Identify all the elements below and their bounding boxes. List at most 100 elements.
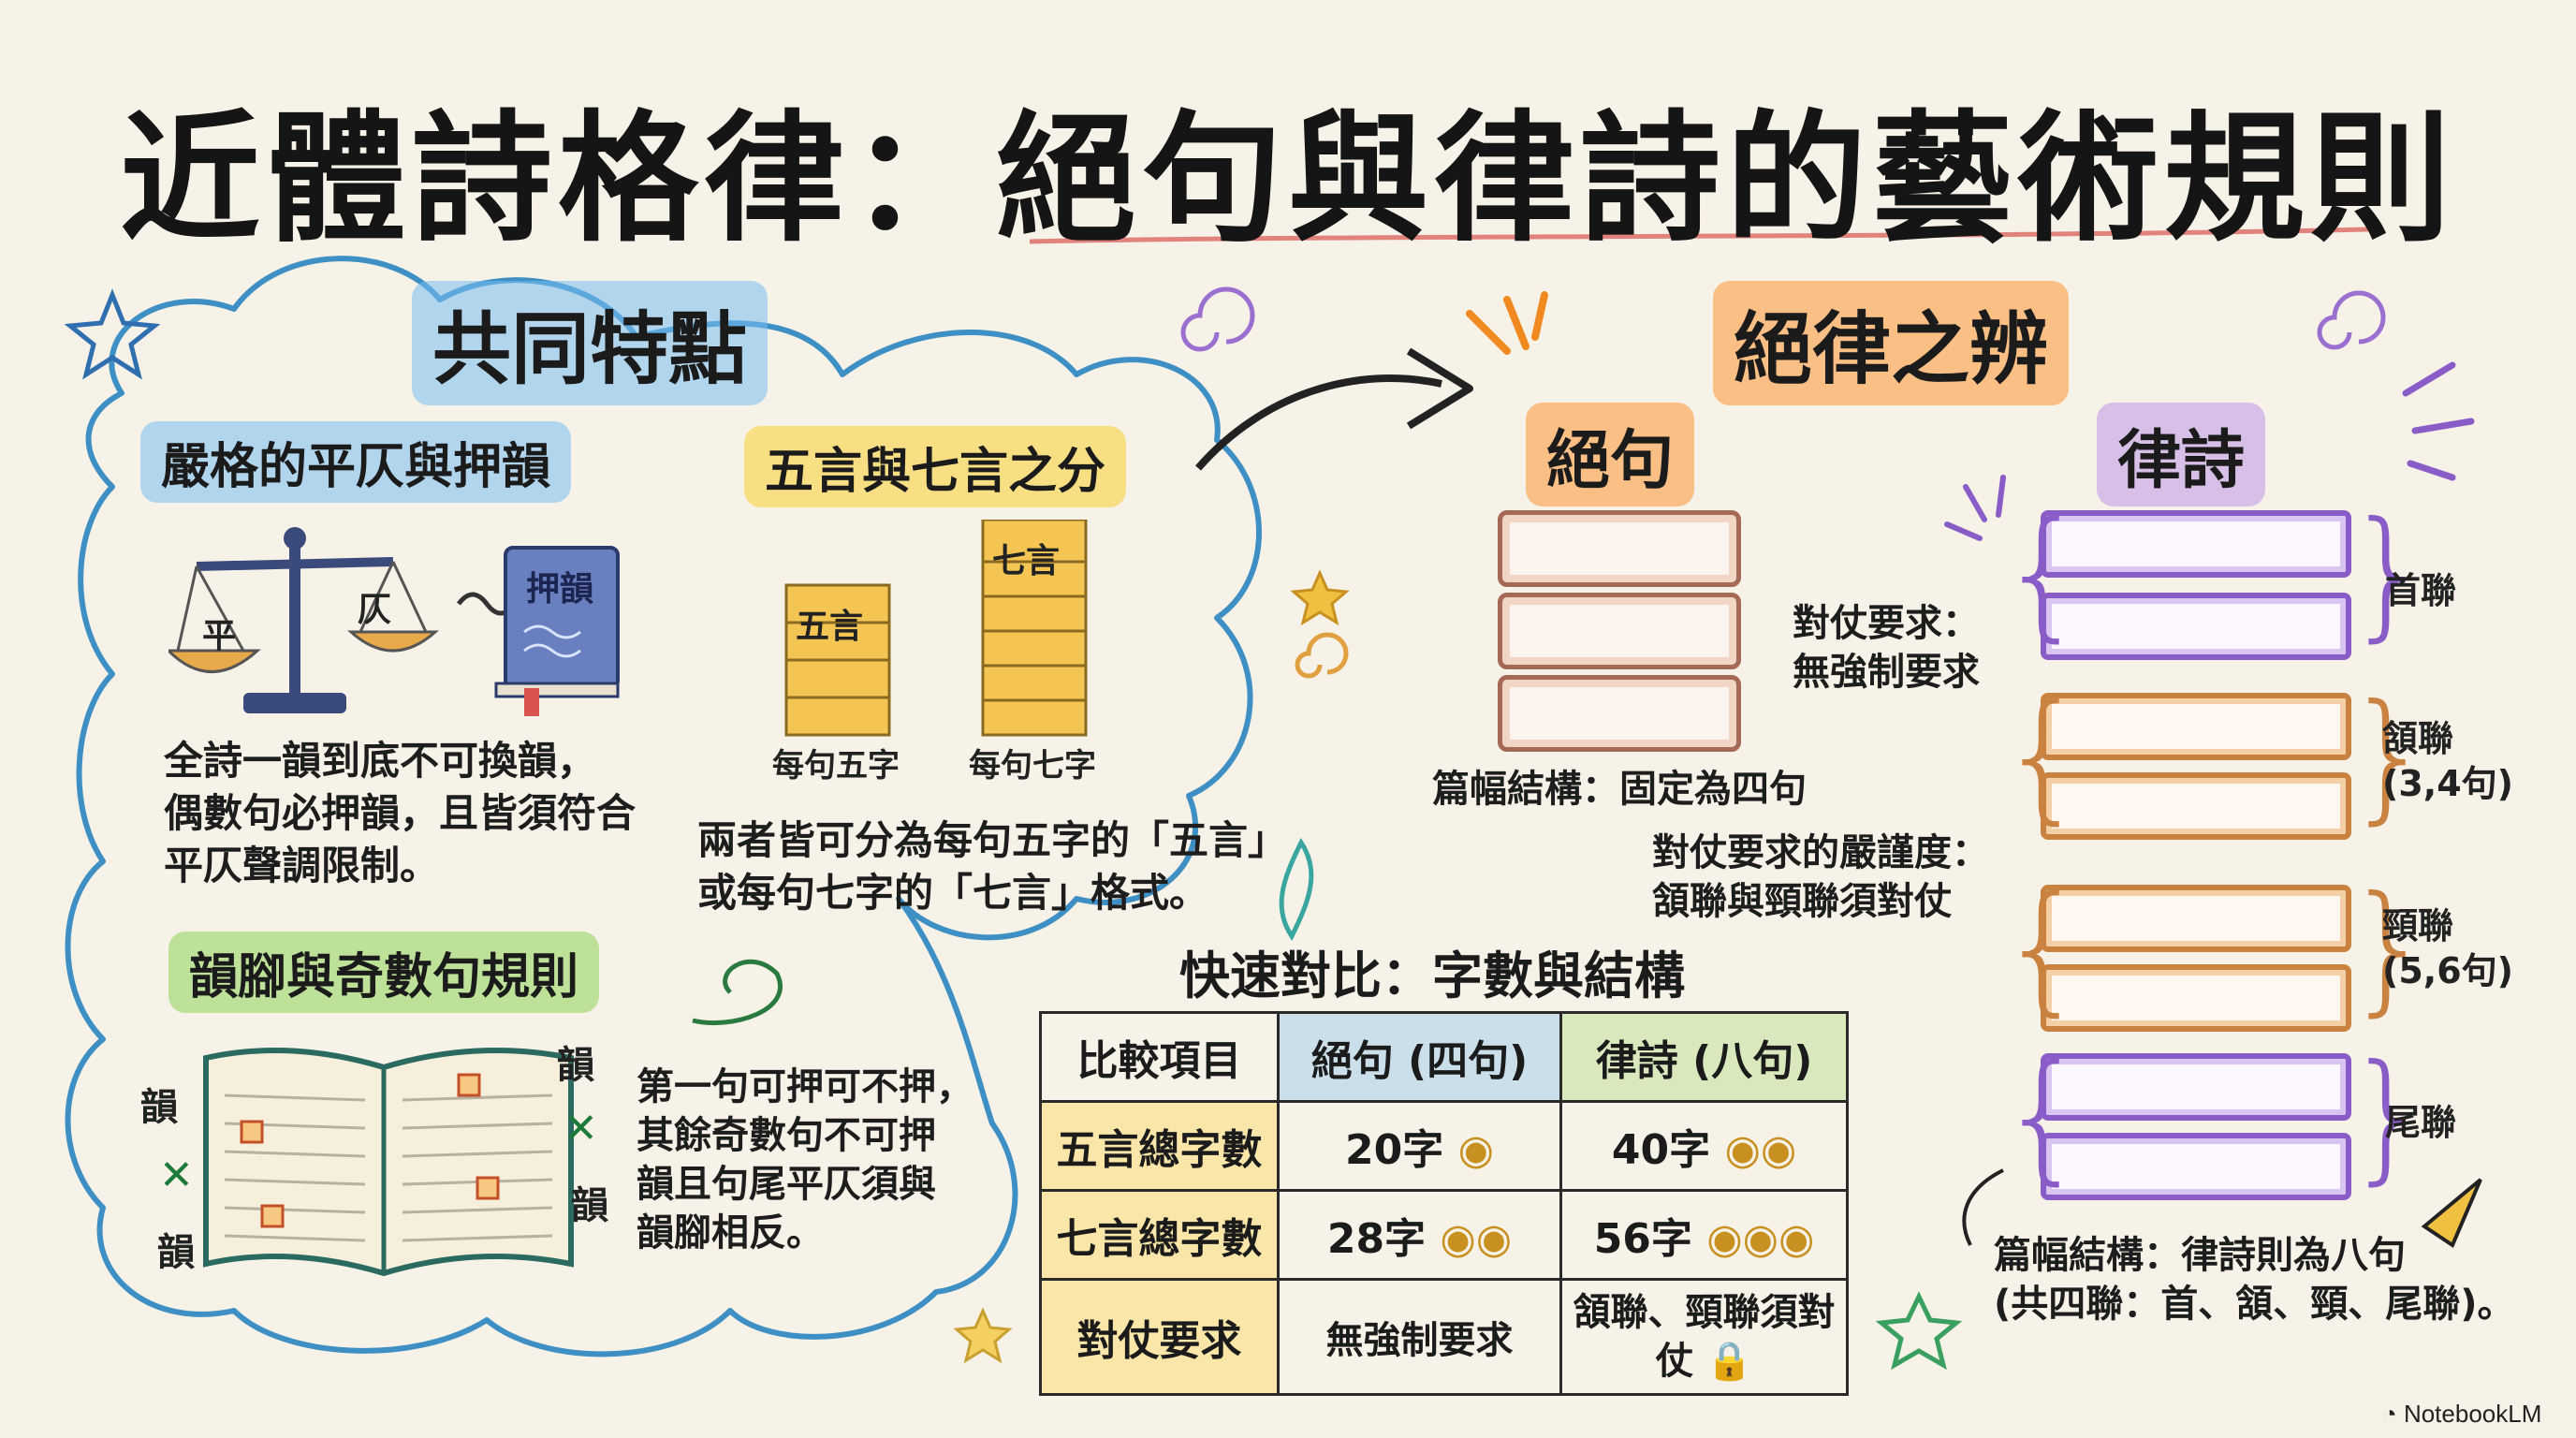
brace-right-icon: } xyxy=(2345,675,2435,838)
rhyme-heading-wrap: 嚴格的平仄與押韻 xyxy=(140,421,572,503)
table-cell-text: 56字 xyxy=(1593,1215,1692,1263)
lushi-line-frame xyxy=(2041,1053,2351,1121)
table-cell: 頷聯、頸聯須對仗 🔒 xyxy=(1559,1278,1849,1396)
open-book-icon xyxy=(203,1048,574,1277)
table-cell: 七言總字數 xyxy=(1039,1189,1280,1281)
common-heading-wrap: 共同特點 xyxy=(412,281,768,405)
table-cell: 五言總字數 xyxy=(1039,1100,1280,1192)
lushi-line-frame xyxy=(2041,772,2351,840)
jueju-structure: 篇幅結構：固定為四句 xyxy=(1432,768,1807,811)
common-heading: 共同特點 xyxy=(412,281,768,405)
table-cell-text: 28字 xyxy=(1326,1215,1427,1263)
yun-label: 韻 xyxy=(157,1231,195,1274)
lushi-line-frame xyxy=(2041,510,2351,578)
block-stacks-icon xyxy=(784,520,1088,737)
rhyme-text-line: 全詩一韻到底不可換韻， xyxy=(164,738,597,784)
brace-right-icon: } xyxy=(2345,867,2435,1030)
lushi-structure: 篇幅結構：律詩則為八句 (共四聯：首、頷、頸、尾聯)。 xyxy=(1994,1231,2515,1328)
couplet-name: 尾聯 xyxy=(2385,1102,2457,1143)
table-cell: 28字 ◉◉ xyxy=(1276,1189,1563,1281)
couplet-sub: (5,6句) xyxy=(2382,950,2514,991)
compare-table: 比較項目 絕句 (四句) 律詩 (八句) 五言總字數 20字 ◉ 40字 ◉◉ … xyxy=(1039,1011,1849,1396)
cross-icon: ✕ xyxy=(564,1105,598,1152)
distinguish-heading: 絕律之辨 xyxy=(1713,281,2070,405)
star-icon xyxy=(64,288,161,380)
lushi-structure-line: (共四聯：首、頷、頸、尾聯)。 xyxy=(1994,1283,2515,1326)
odd-text-line: 韻腳相反。 xyxy=(637,1211,824,1255)
yun-label: 韻 xyxy=(140,1086,178,1129)
lushi-line-frame xyxy=(2041,885,2351,952)
table-cell-text: 頷聯、頸聯須對仗 xyxy=(1573,1291,1836,1383)
block5-label: 五言 xyxy=(796,608,864,646)
lushi-line-frame xyxy=(2041,964,2351,1032)
couplet-label: 頷聯 (3,4句) xyxy=(2382,716,2513,806)
brace-right-icon: } xyxy=(2345,492,2435,655)
brace-left-icon: { xyxy=(1998,1035,2088,1198)
table-cell: 無強制要求 xyxy=(1276,1278,1563,1396)
distinguish-heading-wrap: 絕律之辨 xyxy=(1713,281,2070,405)
compare-heading: 快速對比：字數與結構 xyxy=(1179,946,1685,1005)
watermark: ◔ NotebookLM xyxy=(2382,1400,2541,1429)
couplet-label: 頸聯 (5,6句) xyxy=(2382,903,2513,993)
table-cell: 20字 ◉ xyxy=(1276,1100,1563,1192)
block7-label: 七言 xyxy=(992,542,1061,580)
table-cell: 對仗要求 xyxy=(1039,1278,1280,1396)
brace-left-icon: { xyxy=(1998,675,2088,838)
length-text-line: 兩者皆可分為每句五字的「五言」 xyxy=(697,817,1288,863)
table-row: 五言總字數 20字 ◉ 40字 ◉◉ xyxy=(1039,1100,1849,1192)
jueju-heading: 絕句 xyxy=(1526,403,1695,506)
length-heading: 五言與七言之分 xyxy=(744,426,1127,507)
table-header-cell: 比較項目 xyxy=(1039,1011,1280,1103)
table-row: 七言總字數 28字 ◉◉ 56字 ◉◉◉ xyxy=(1039,1189,1849,1281)
lushi-heading: 律詩 xyxy=(2097,403,2266,506)
table-cell-text: 20字 xyxy=(1345,1126,1444,1174)
scale-left-label: 平 xyxy=(202,617,237,655)
odd-text-line: 韻且句尾平仄須與 xyxy=(637,1163,936,1206)
odd-text: 第一句可押可不押， 其餘奇數句不可押 韻且句尾平仄須與 韻腳相反。 xyxy=(637,1063,973,1257)
odd-text-line: 第一句可押可不押， xyxy=(637,1065,973,1108)
table-header-cell: 律詩 (八句) xyxy=(1559,1011,1849,1103)
brace-left-icon: { xyxy=(1998,867,2088,1030)
caption5: 每句五字 xyxy=(772,747,900,785)
rhyme-text-line: 平仄聲調限制。 xyxy=(164,843,440,888)
lushi-structure-line: 篇幅結構：律詩則為八句 xyxy=(1994,1234,2406,1277)
lushi-line-frame xyxy=(2041,693,2351,760)
lushi-duizhang-line: 對仗要求的嚴謹度： xyxy=(1652,831,1989,874)
couplet-name: 首聯 xyxy=(2385,570,2457,611)
coin-stack-icon: ◉ xyxy=(1457,1126,1494,1174)
lushi-line-frame xyxy=(2041,593,2351,660)
caption7: 每句七字 xyxy=(969,747,1096,785)
table-cell: 56字 ◉◉◉ xyxy=(1559,1189,1849,1281)
lushi-line-frame xyxy=(2041,1133,2351,1200)
lushi-duizhang-line: 頷聯與頸聯須對仗 xyxy=(1652,880,1952,923)
table-row: 對仗要求 無強制要求 頷聯、頸聯須對仗 🔒 xyxy=(1039,1278,1849,1396)
couplet-name: 頸聯 xyxy=(2382,905,2454,946)
brace-right-icon: } xyxy=(2345,1035,2435,1198)
rhyme-heading: 嚴格的平仄與押韻 xyxy=(140,421,572,503)
jueju-duizhang: 對仗要求： 無強制要求 xyxy=(1793,599,1980,697)
couplet-name: 頷聯 xyxy=(2382,718,2454,759)
lushi-heading-wrap: 律詩 xyxy=(2097,403,2266,506)
rhyme-text-line: 偶數句必押韻，且皆須符合 xyxy=(164,790,637,836)
jueju-line-frame xyxy=(1498,675,1741,752)
odd-heading-wrap: 韻腳與奇數句規則 xyxy=(168,932,600,1013)
rhyme-text: 全詩一韻到底不可換韻， 偶數句必押韻，且皆須符合 平仄聲調限制。 xyxy=(164,735,636,892)
length-text: 兩者皆可分為每句五字的「五言」 或每句七字的「七言」格式。 xyxy=(697,814,1287,919)
cross-icon: ✕ xyxy=(159,1152,194,1199)
coin-stack-icon: ◉◉ xyxy=(1724,1126,1797,1174)
jueju-line-frame xyxy=(1498,510,1741,587)
watermark-text: NotebookLM xyxy=(2403,1400,2542,1428)
jueju-heading-wrap: 絕句 xyxy=(1526,403,1695,506)
lock-icon: 🔒 xyxy=(1705,1340,1753,1383)
balance-scale-icon xyxy=(168,527,620,716)
table-cell-text: 40字 xyxy=(1611,1126,1711,1174)
length-heading-wrap: 五言與七言之分 xyxy=(744,426,1127,507)
book-label: 押韻 xyxy=(526,570,594,609)
spiral-icon xyxy=(1180,286,1255,352)
table-header-row: 比較項目 絕句 (四句) 律詩 (八句) xyxy=(1039,1011,1849,1103)
couplet-sub: (3,4句) xyxy=(2382,763,2514,804)
yun-label: 韻 xyxy=(557,1044,594,1087)
lushi-duizhang-strict: 對仗要求的嚴謹度： 頷聯與頸聯須對仗 xyxy=(1652,829,1989,926)
odd-heading: 韻腳與奇數句規則 xyxy=(168,932,600,1013)
